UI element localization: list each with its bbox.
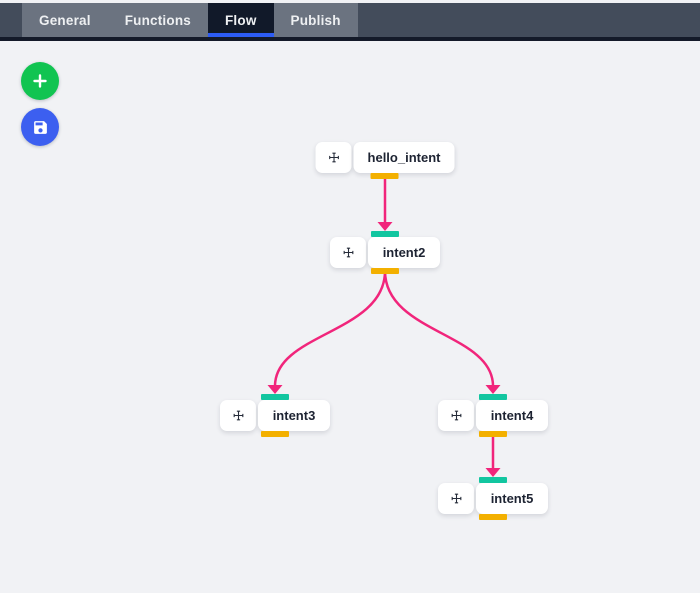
output-port[interactable] — [261, 431, 289, 437]
move-icon — [343, 247, 353, 258]
input-port[interactable] — [479, 394, 507, 400]
tab-flow[interactable]: Flow — [207, 3, 274, 37]
flow-node-intent2[interactable]: intent2 — [330, 231, 440, 274]
arrowhead-icon — [485, 385, 501, 394]
node-label[interactable]: hello_intent — [353, 142, 455, 173]
output-port[interactable] — [370, 173, 399, 179]
edge-intent2-intent3 — [273, 270, 387, 387]
flow-edges — [267, 176, 501, 477]
tab-publish[interactable]: Publish — [273, 3, 358, 37]
tab-functions[interactable]: Functions — [107, 3, 208, 37]
arrowhead-icon — [485, 468, 501, 477]
plus-icon — [33, 74, 47, 88]
flow-canvas[interactable]: hello_intent intent2 intent3 — [0, 41, 700, 590]
arrowhead-icon — [377, 222, 393, 231]
flow-node-intent4[interactable]: intent4 — [438, 394, 548, 437]
output-port[interactable] — [479, 514, 507, 520]
node-label[interactable]: intent5 — [476, 483, 548, 514]
save-flow-button[interactable] — [21, 108, 59, 146]
arrowhead-icon — [267, 385, 283, 394]
node-drag-handle[interactable] — [315, 142, 352, 173]
node-drag-handle[interactable] — [438, 400, 474, 431]
node-drag-handle[interactable] — [438, 483, 474, 514]
node-drag-handle[interactable] — [330, 237, 366, 268]
move-icon — [451, 410, 461, 421]
tab-general[interactable]: General — [22, 3, 108, 37]
node-label[interactable]: intent2 — [368, 237, 440, 268]
node-label[interactable]: intent4 — [476, 400, 548, 431]
move-icon — [233, 410, 243, 421]
move-icon — [451, 493, 461, 504]
flow-node-intent3[interactable]: intent3 — [220, 394, 330, 437]
tab-strip: General Functions Flow Publish — [22, 3, 358, 37]
input-port[interactable] — [371, 231, 399, 237]
input-port[interactable] — [261, 394, 289, 400]
app-root: General Functions Flow Publish — [0, 3, 700, 593]
flow-node-intent5[interactable]: intent5 — [438, 477, 548, 520]
input-port[interactable] — [479, 477, 507, 483]
output-port[interactable] — [371, 268, 399, 274]
edge-intent2-intent4 — [383, 270, 495, 387]
save-floppy-icon — [33, 120, 47, 134]
node-label[interactable]: intent3 — [258, 400, 330, 431]
top-navbar: General Functions Flow Publish — [0, 3, 700, 41]
node-drag-handle[interactable] — [220, 400, 256, 431]
flow-node-hello_intent[interactable]: hello_intent — [315, 142, 455, 179]
add-node-button[interactable] — [21, 62, 59, 100]
output-port[interactable] — [479, 431, 507, 437]
move-icon — [328, 152, 339, 163]
